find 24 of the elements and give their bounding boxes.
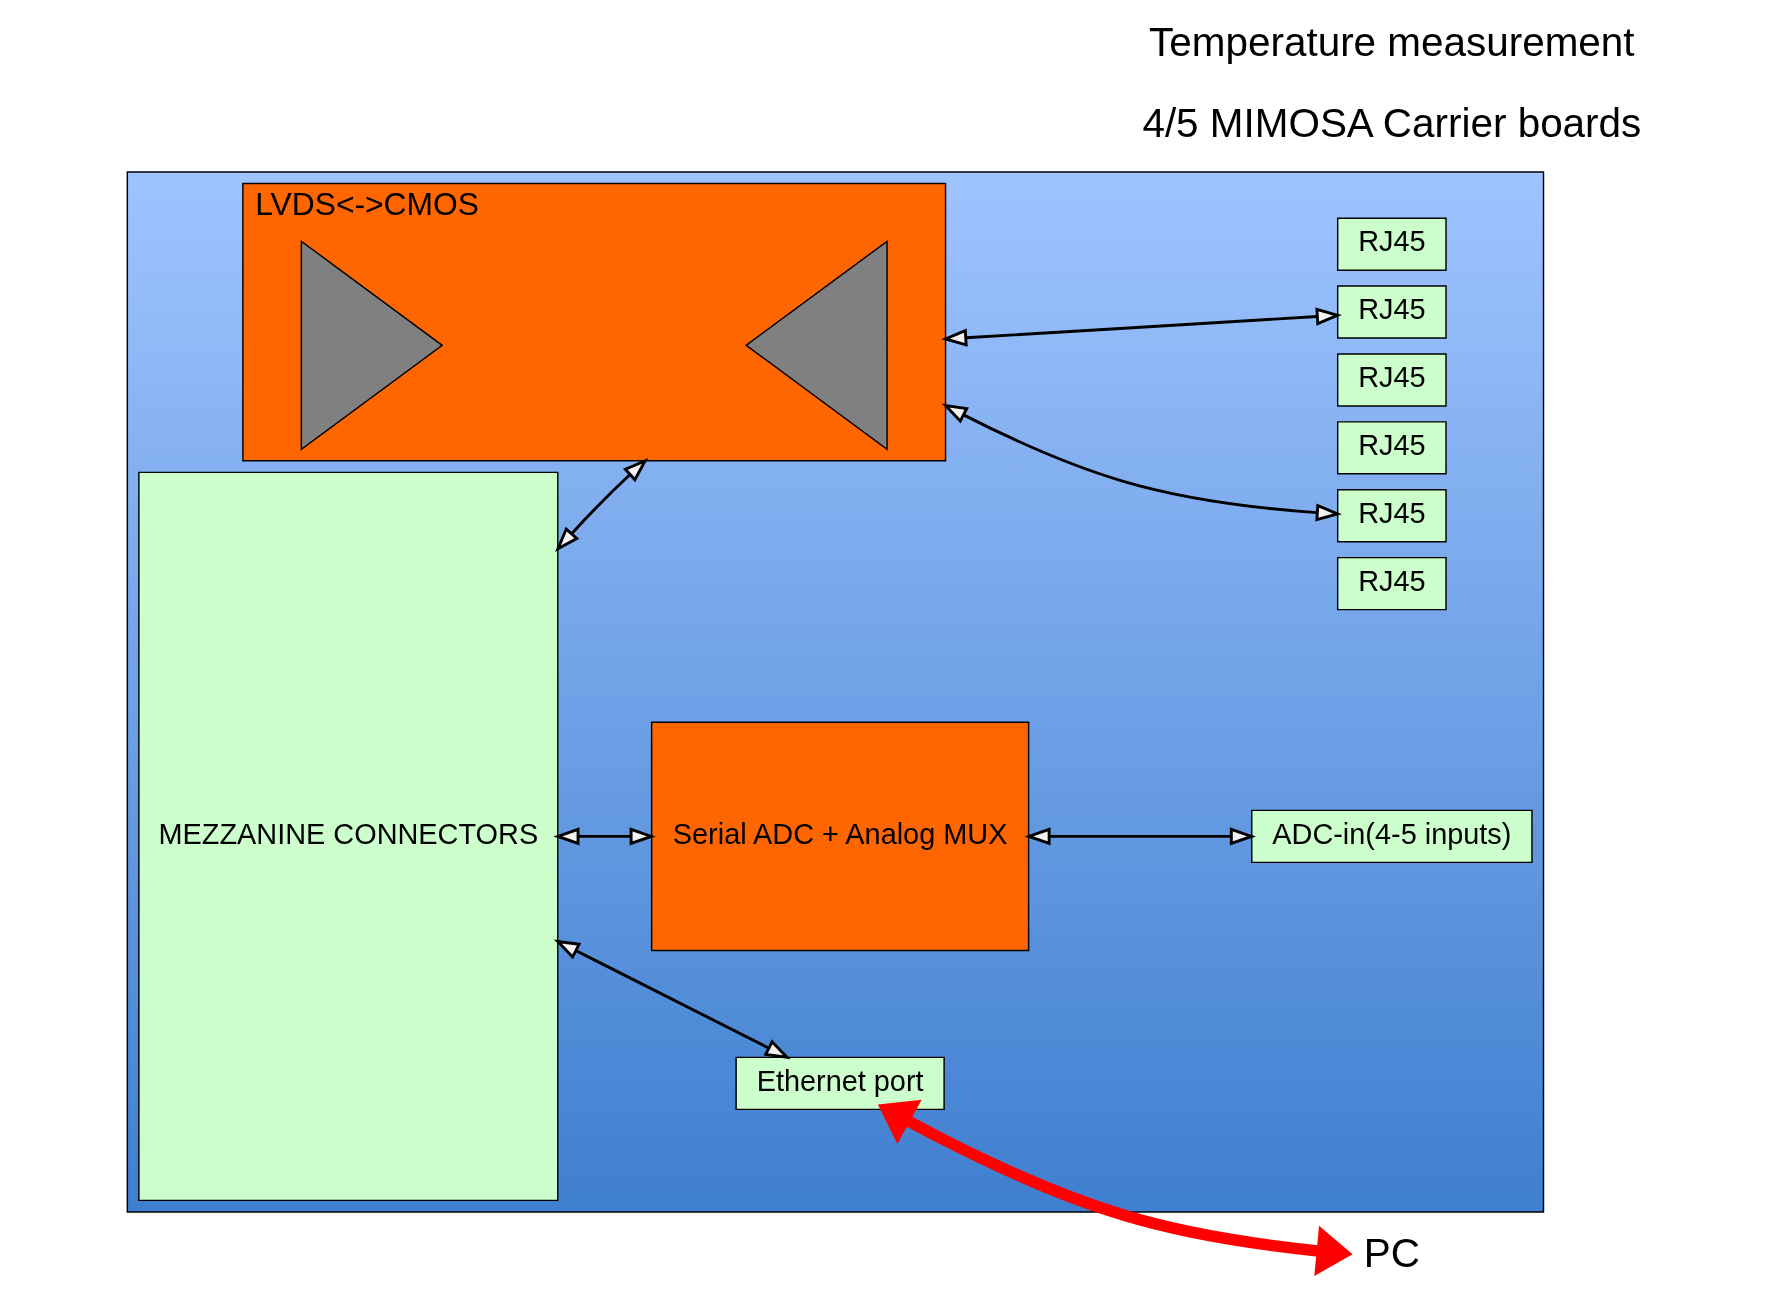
node-box: MEZZANINE CONNECTORS xyxy=(138,471,559,1202)
node-triangle xyxy=(300,239,444,451)
node-box: RJ45 xyxy=(1336,421,1447,475)
node-box: Serial ADC + Analog MUX xyxy=(650,721,1030,952)
node-box: RJ45 xyxy=(1336,353,1447,407)
arrow xyxy=(941,403,1342,522)
node-box: Ethernet port xyxy=(735,1056,945,1111)
arrow xyxy=(941,307,1342,347)
label: Temperature measurement xyxy=(1149,19,1635,66)
cluster: LVDS<->CMOS xyxy=(242,182,947,462)
node-box: ADC-in(4-5 inputs) xyxy=(1251,809,1533,864)
node-text: PC xyxy=(1363,1229,1420,1276)
arrow xyxy=(553,939,791,1060)
arrow xyxy=(555,457,649,553)
node-box: RJ45 xyxy=(1336,285,1447,339)
node-box: RJ45 xyxy=(1336,489,1447,543)
cluster xyxy=(126,171,1545,1213)
arrow xyxy=(553,827,656,846)
arrow xyxy=(877,1099,1353,1276)
node-box: RJ45 xyxy=(1336,556,1447,611)
node-box: RJ45 xyxy=(1336,217,1447,271)
arrow xyxy=(1024,827,1256,846)
node-triangle xyxy=(745,239,888,451)
label: 4/5 MIMOSA Carrier boards xyxy=(1142,100,1642,147)
